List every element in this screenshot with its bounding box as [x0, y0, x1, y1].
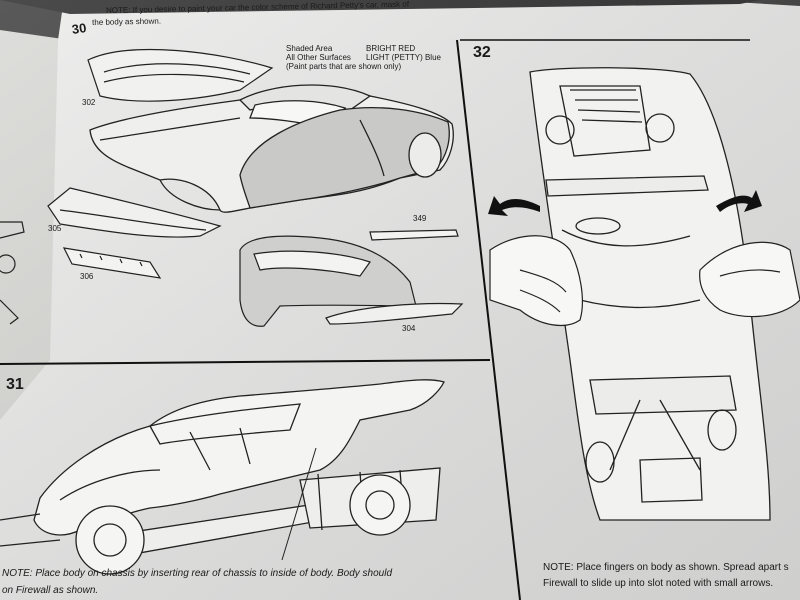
part-label-349: 349	[413, 214, 427, 223]
step31-note-line1: NOTE: Place body on chassis by inserting…	[2, 568, 393, 579]
step31-note-line2: on Firewall as shown.	[2, 585, 99, 596]
step-number-31: 31	[6, 376, 24, 393]
part-label-305: 305	[48, 224, 62, 233]
panel-divider-horizontal	[0, 359, 491, 365]
shaded-area-label: Shaded Area	[286, 44, 333, 53]
paint-scheme-block: Shaded Area BRIGHT RED All Other Surfaces…	[286, 44, 441, 72]
valance-part-306	[62, 247, 162, 279]
body-on-chassis-step31	[0, 379, 445, 575]
car-body-step30	[89, 84, 454, 213]
hands-illustration	[489, 235, 800, 327]
step32-note-line1: NOTE: Place fingers on body as shown. Sp…	[543, 562, 789, 573]
hood-part-302	[87, 48, 274, 102]
spoiler-part-304	[325, 302, 464, 325]
spread-arrow-right-icon	[716, 190, 762, 212]
part-label-302: 302	[82, 98, 96, 107]
body-top-view-step32	[529, 67, 771, 521]
trim-part-349	[369, 229, 459, 241]
rear-body-part	[239, 235, 417, 327]
step-number-32: 32	[473, 44, 491, 61]
spread-arrow-left-icon	[488, 196, 540, 216]
shaded-area-color: BRIGHT RED	[366, 44, 416, 53]
paint-note-line2: the body as shown.	[92, 16, 162, 27]
step32-note-line2: Firewall to slide up into slot noted wit…	[543, 578, 774, 589]
step-number-30: 30	[70, 20, 88, 37]
part-label-306: 306	[80, 272, 94, 281]
bumper-part-305	[47, 187, 222, 238]
other-surfaces-label: All Other Surfaces	[286, 53, 351, 63]
panel-divider-vertical	[456, 39, 521, 600]
left-page-fragment	[0, 221, 25, 325]
other-surfaces-color: LIGHT (PETTY) Blue	[366, 53, 441, 63]
paint-parts-note: (Paint parts that are shown only)	[286, 62, 402, 72]
part-label-304: 304	[402, 324, 416, 333]
